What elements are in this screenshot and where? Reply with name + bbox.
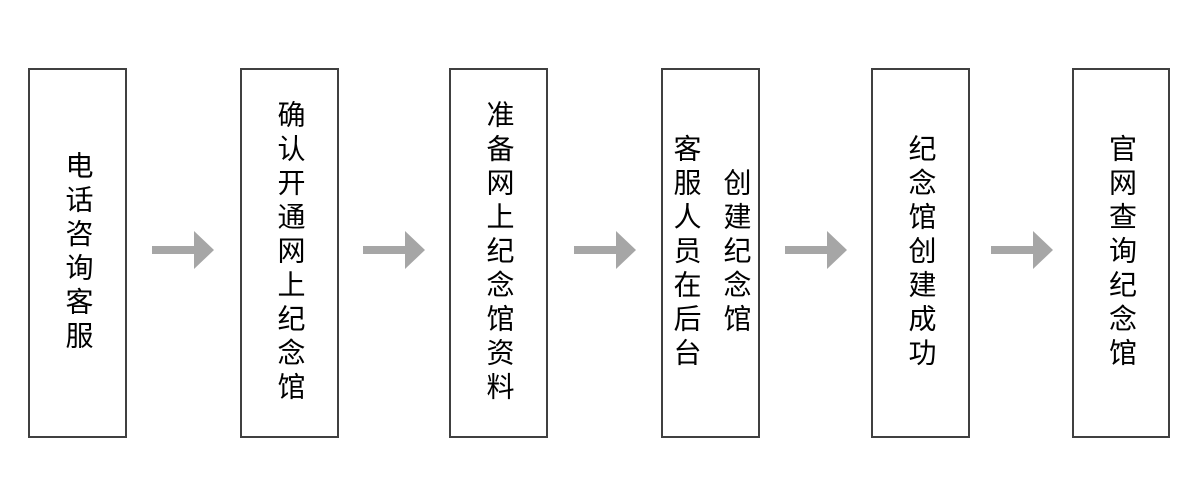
flow-step-label: 准备网上纪念馆资料 xyxy=(483,100,515,406)
arrow-right-icon xyxy=(574,231,636,269)
flow-step-label: 客服人员在后台 创建纪念馆 xyxy=(670,134,752,372)
flow-step-create-success: 纪念馆创建成功 xyxy=(871,68,970,438)
arrow-right-icon xyxy=(991,231,1053,269)
flow-connector-5 xyxy=(991,231,1053,269)
flow-step-phone-consult: 电话咨询客服 xyxy=(28,68,127,438)
flow-step-label: 电话咨询客服 xyxy=(62,151,94,355)
arrow-right-icon xyxy=(785,231,847,269)
flow-connector-1 xyxy=(152,231,214,269)
flow-connector-4 xyxy=(785,231,847,269)
arrow-right-icon xyxy=(363,231,425,269)
flow-step-label: 官网查询纪念馆 xyxy=(1106,134,1137,372)
flow-step-official-site-query: 官网查询纪念馆 xyxy=(1072,68,1170,438)
flow-step-confirm-open: 确认开通网上纪念馆 xyxy=(240,68,339,438)
flow-step-backend-create: 客服人员在后台 创建纪念馆 xyxy=(661,68,760,438)
flow-step-label: 纪念馆创建成功 xyxy=(905,134,937,372)
flow-connector-2 xyxy=(363,231,425,269)
flow-connector-3 xyxy=(574,231,636,269)
flow-step-prepare-materials: 准备网上纪念馆资料 xyxy=(449,68,548,438)
flow-step-label: 确认开通网上纪念馆 xyxy=(274,100,306,406)
arrow-right-icon xyxy=(152,231,214,269)
